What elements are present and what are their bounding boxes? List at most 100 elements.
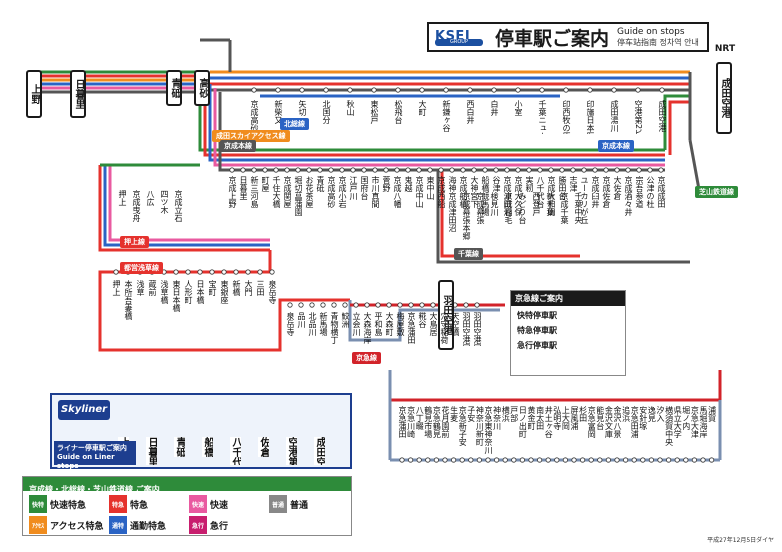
station-label[interactable]: 西白井	[466, 100, 475, 124]
hub-aoto[interactable]: 青砥	[166, 70, 182, 106]
station-label[interactable]: 泉岳寺	[286, 312, 295, 336]
station-label[interactable]: 京成津田沼	[503, 176, 512, 216]
station-label[interactable]: 四ツ木	[160, 190, 169, 214]
station-label[interactable]: 馬堀海岸	[699, 406, 708, 438]
station-label[interactable]: 天空橋	[451, 312, 460, 336]
station-label[interactable]: 鬼越	[404, 176, 413, 192]
station-label[interactable]: 本所吾妻橋	[124, 280, 133, 320]
station-label[interactable]: 堀ノ内	[681, 406, 691, 430]
station-label[interactable]: 日暮里	[239, 176, 248, 200]
station-label[interactable]: 大鳥居	[429, 312, 438, 336]
station-label[interactable]: 千住大橋	[272, 176, 281, 208]
hub-haneda[interactable]: 羽田空港	[438, 280, 454, 350]
skyliner-station[interactable]: 八千代台	[230, 437, 241, 465]
station-label[interactable]: 能見台	[595, 406, 605, 430]
station-label[interactable]: 大森海岸	[363, 312, 372, 344]
hub-takasago[interactable]: 高砂	[194, 70, 210, 106]
hub-ueno[interactable]: 上野	[26, 70, 42, 118]
station-label[interactable]: 白井	[490, 100, 499, 116]
station-label[interactable]: 子安	[466, 406, 476, 422]
station-label[interactable]: 糀谷	[418, 312, 427, 328]
station-label[interactable]: 堀切菖蒲園	[294, 176, 303, 216]
station-label[interactable]: 千葉中央	[574, 192, 583, 224]
station-label[interactable]: 花月園前	[441, 406, 450, 438]
station-label[interactable]: 金沢文庫	[604, 406, 614, 438]
station-label[interactable]: 京急鶴見	[432, 406, 442, 438]
station-label[interactable]: 京成中山	[415, 176, 424, 208]
skyliner-station[interactable]: 船橋	[202, 437, 213, 457]
station-label[interactable]: 人形町	[184, 280, 193, 304]
station-label[interactable]: 京成立石	[174, 190, 183, 222]
station-label[interactable]: 青物横丁	[330, 312, 339, 344]
station-label[interactable]: 逸見	[647, 406, 657, 422]
station-label[interactable]: 八丁畷	[415, 406, 425, 430]
station-label[interactable]: 県立大学	[673, 406, 683, 438]
skyliner-station[interactable]: 青砥	[174, 437, 185, 457]
station-label[interactable]: 新三河島	[250, 176, 259, 208]
station-label[interactable]: 京成酒々井	[624, 176, 633, 216]
station-label[interactable]: 西登戸	[532, 192, 541, 216]
station-label[interactable]: 京成船橋	[459, 176, 468, 208]
station-label[interactable]: 品川	[297, 312, 306, 328]
station-label[interactable]: 神奈川	[492, 406, 502, 430]
station-label[interactable]: 東松戸	[370, 100, 379, 124]
station-label[interactable]: 神奈川新町	[475, 406, 485, 446]
station-label[interactable]: 京成大久保	[514, 176, 523, 216]
station-label[interactable]: 東日本橋	[172, 280, 181, 312]
station-label[interactable]: 新千葉	[546, 192, 555, 216]
station-label[interactable]: 押上	[118, 190, 127, 206]
skyliner-station[interactable]: 佐倉	[258, 437, 269, 457]
station-label[interactable]: 京成小岩	[338, 176, 347, 208]
station-label[interactable]: 東銀座	[220, 280, 229, 304]
station-label[interactable]: 京急富岡	[587, 406, 597, 438]
station-label[interactable]: 小室	[514, 100, 523, 116]
station-label[interactable]: 成田空港	[658, 100, 667, 132]
station-label[interactable]: 新橋	[232, 280, 241, 296]
station-label[interactable]: 鶴見市場	[423, 406, 433, 438]
station-label[interactable]: 大門	[244, 280, 253, 296]
station-label[interactable]: 志津	[569, 176, 578, 192]
station-label[interactable]: 杉田	[578, 406, 588, 422]
hub-nippori[interactable]: 日暮里	[70, 70, 86, 118]
station-label[interactable]: 菅野	[382, 176, 391, 192]
station-label[interactable]: 井土ヶ谷	[544, 406, 554, 438]
station-label[interactable]: 京成幕張	[476, 192, 485, 224]
station-label[interactable]: 蔵前	[148, 280, 157, 296]
station-label[interactable]: 京成津田沼	[448, 192, 457, 232]
station-label[interactable]: 新鎌ヶ谷	[442, 100, 451, 132]
station-label[interactable]: 公津の杜	[646, 176, 655, 208]
station-label[interactable]: 八広	[146, 190, 155, 206]
station-label[interactable]: 押上	[112, 280, 121, 296]
station-label[interactable]: 谷津	[492, 176, 501, 192]
station-label[interactable]: 京成幕張本郷	[462, 192, 471, 240]
station-label[interactable]: 京急蒲田	[398, 406, 407, 438]
station-label[interactable]: 京急大津	[690, 406, 700, 438]
station-label[interactable]: 戸部	[509, 406, 519, 422]
station-label[interactable]: 矢切	[298, 100, 307, 116]
station-label[interactable]: 穴守稲荷	[440, 312, 449, 344]
station-label[interactable]: 勝田台	[558, 176, 567, 200]
station-label[interactable]: 京成高砂	[327, 176, 336, 208]
station-label[interactable]: 梅屋敷	[396, 312, 405, 336]
station-label[interactable]: 秋山	[346, 100, 355, 116]
station-label[interactable]: 横須賀中央	[664, 406, 674, 446]
station-label[interactable]: 横浜	[501, 406, 511, 422]
station-label[interactable]: 千葉ニュータウン中央	[538, 100, 547, 134]
skyliner-station[interactable]: 日暮里	[146, 437, 157, 465]
station-label[interactable]: 空港第2ビル	[634, 100, 643, 134]
station-label[interactable]: ユーカリが丘	[580, 176, 589, 224]
station-label[interactable]: 京成高砂	[250, 100, 259, 132]
station-label[interactable]: 上大岡	[561, 406, 571, 430]
station-label[interactable]: 北国分	[322, 100, 331, 124]
station-label[interactable]: 京急蒲田	[407, 312, 416, 344]
station-label[interactable]: 日本橋	[196, 280, 205, 304]
station-label[interactable]: 町屋	[261, 176, 270, 192]
station-label[interactable]: 浅草	[136, 280, 145, 296]
station-label[interactable]: 京成上野	[228, 176, 237, 208]
station-label[interactable]: 京急川崎	[406, 406, 416, 438]
station-label[interactable]: 京急東神奈川	[484, 406, 493, 454]
station-label[interactable]: 京成臼井	[591, 176, 600, 208]
station-label[interactable]: 羽田空港国内線ターミナル	[473, 312, 482, 346]
station-label[interactable]: 日ノ出町	[518, 406, 528, 438]
station-label[interactable]: 弘明寺	[552, 406, 562, 430]
